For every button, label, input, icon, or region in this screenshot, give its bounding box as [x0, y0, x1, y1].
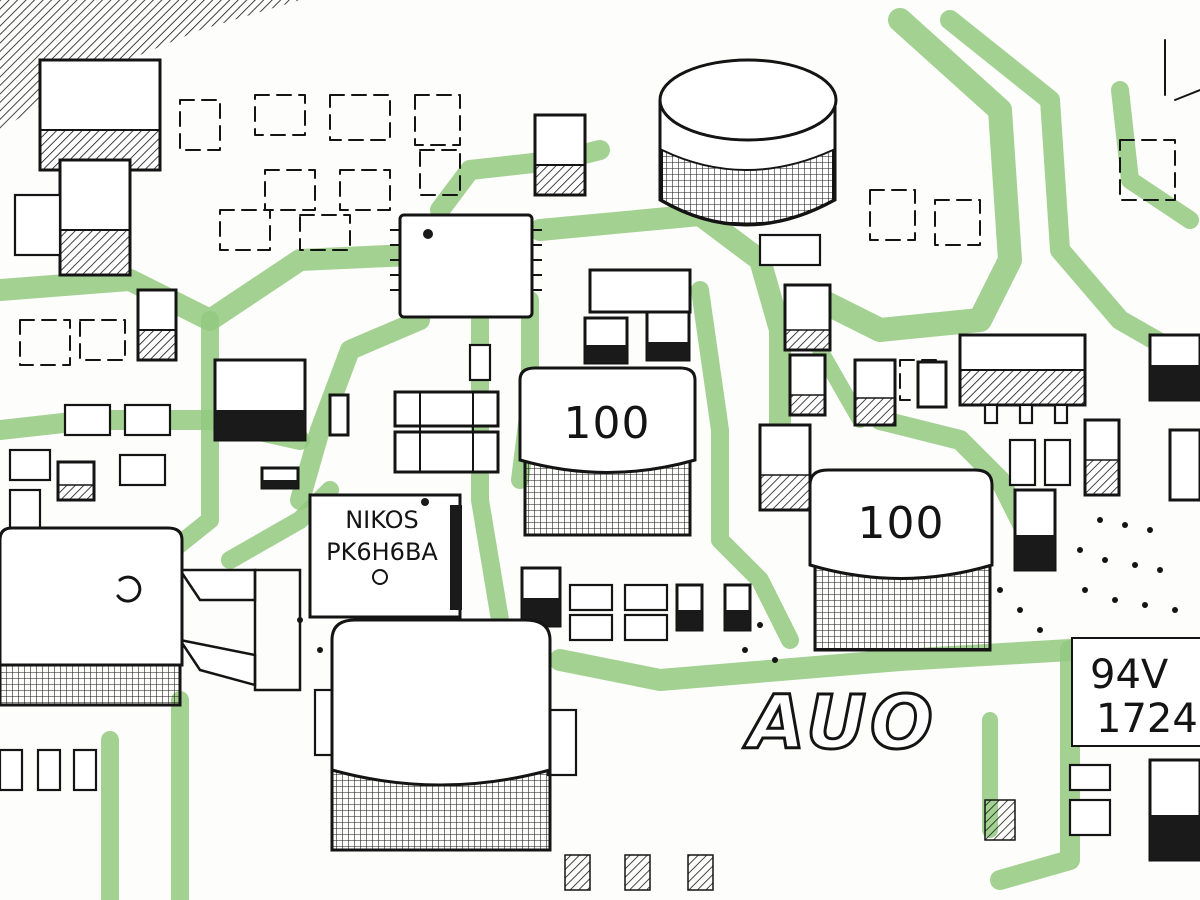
inductor-right-label: 100	[858, 498, 945, 549]
parts-far-right	[1008, 333, 1200, 572]
resistor-mid-left	[213, 358, 307, 442]
bottom-left-pads	[0, 748, 1200, 891]
electrolytic-capacitor	[658, 58, 838, 267]
inductor-left: 100	[518, 366, 697, 537]
logo-text: AUO	[743, 680, 937, 766]
resistor-array-left	[8, 403, 172, 532]
rating-marking: 94V 1724	[1071, 637, 1200, 747]
caps-center-right	[758, 283, 948, 512]
chip-label-line-1: NIKOS	[345, 506, 419, 534]
small-cap-left	[136, 288, 178, 362]
rating-line-1: 94V	[1090, 652, 1169, 698]
inductor-bottom	[313, 618, 578, 852]
auo-logo: AUO	[742, 679, 937, 768]
chip-label-line-2: PK6H6BA	[326, 538, 438, 566]
inductor-left-label: 100	[564, 398, 651, 449]
sot-package-right	[958, 333, 1087, 425]
caps-above-left-inductor	[583, 268, 692, 365]
small-cap-top	[533, 113, 587, 197]
sketch-pads-top-left	[19, 94, 1176, 401]
via-dots	[297, 517, 1178, 663]
rating-line-2: 1724	[1096, 696, 1198, 742]
dpak-transistor	[0, 526, 302, 707]
nikos-mosfet: NIKOS PK6H6BA	[308, 493, 462, 619]
block-top-left	[38, 58, 162, 172]
inductor-right: 100	[808, 468, 994, 652]
qfn-chip	[390, 213, 542, 319]
small-parts-mid	[260, 343, 492, 490]
cap-stack-middle	[393, 390, 500, 474]
corner-hatching	[0, 0, 300, 130]
top-right-sketch	[1164, 39, 1200, 101]
small-parts-below-inductor	[520, 566, 752, 642]
tantalum-cap-left	[13, 158, 132, 277]
